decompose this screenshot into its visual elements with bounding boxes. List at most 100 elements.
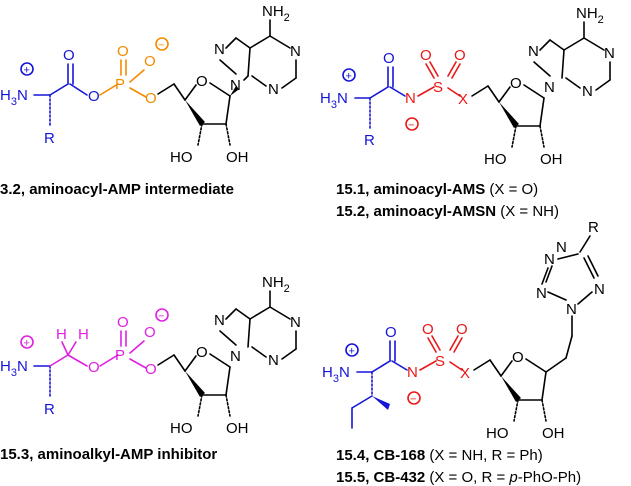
- p-oxide-label: O: [144, 53, 156, 70]
- plus-sign: +: [346, 71, 352, 83]
- caption-15-2: 15.2, aminoacyl-AMSN (X = NH): [336, 203, 559, 220]
- isoleucyl-group: + H3N O: [322, 324, 408, 429]
- amino-acid-group: + H3N R O O: [0, 47, 100, 147]
- minus-sign: −: [158, 311, 164, 323]
- caption-15-3: 15.3, aminoalkyl-AMP inhibitor: [0, 446, 217, 463]
- tetrazole-n3-label: N: [594, 281, 605, 298]
- tetrazole-n1-label: N: [536, 285, 547, 302]
- ho-label: HO: [170, 149, 193, 166]
- ester-o-label: O: [88, 88, 100, 105]
- minus-sign: −: [410, 394, 416, 406]
- plus-sign: +: [24, 338, 30, 350]
- oh-label: OH: [542, 425, 565, 442]
- n9-label: N: [230, 348, 241, 365]
- n9-label: N: [544, 79, 555, 96]
- sulfamate-group: N − S O O X: [405, 47, 468, 132]
- minus-charge-icon: [155, 37, 169, 51]
- n7-label: N: [528, 43, 539, 60]
- nh2-label: NH2: [576, 5, 604, 26]
- s-label: S: [433, 79, 443, 96]
- oh-label: OH: [540, 151, 563, 168]
- minus-sign: −: [158, 40, 164, 52]
- amino-alkyl-group: + H3N R H H O: [0, 326, 100, 418]
- p-ester-o-label: O: [145, 361, 157, 378]
- h3n-label: H3N: [320, 90, 348, 111]
- n7-label: N: [214, 312, 225, 329]
- tetrazole-n4-label: N: [544, 251, 555, 268]
- p-label: P: [115, 76, 125, 93]
- h2-label: H: [78, 326, 89, 343]
- ho-label: HO: [486, 425, 509, 442]
- s-oxo2-label: O: [456, 321, 468, 338]
- h1-label: H: [56, 326, 67, 343]
- minus-charge-icon: [407, 391, 421, 405]
- h3n-label: H3N: [322, 364, 350, 385]
- r-group-label: R: [588, 219, 599, 236]
- carbonyl-o-label: O: [63, 47, 75, 64]
- r-group-label: R: [364, 132, 375, 149]
- ribose-o-label: O: [196, 344, 208, 361]
- ribose-o-label: O: [510, 75, 522, 92]
- sulfamate-group: N − S O O X: [407, 321, 470, 406]
- n-label: N: [405, 90, 416, 107]
- carbonyl-o-label: O: [383, 50, 395, 67]
- ribose-o-label: O: [196, 73, 208, 90]
- n9-label: N: [230, 77, 241, 94]
- n1-label: N: [604, 45, 615, 62]
- plus-charge-icon: [345, 343, 359, 357]
- nh2-label: NH2: [262, 3, 290, 24]
- phosphate-group: P O O − O: [99, 308, 169, 378]
- carbonyl-o-label: O: [385, 324, 397, 341]
- h3n-label: H3N: [0, 358, 28, 379]
- adenosine-scaffold: O HO OH N N NH2 N N: [471, 5, 615, 168]
- minus-charge-icon: [405, 117, 419, 131]
- oh-label: OH: [226, 149, 249, 166]
- plus-sign: +: [24, 65, 30, 77]
- p-label: P: [115, 347, 125, 364]
- ho-label: HO: [170, 420, 193, 437]
- ribose-tetrazole-scaffold: O HO OH N N N N R N: [473, 219, 605, 442]
- p-oxo-label: O: [117, 314, 129, 331]
- r-group-label: R: [44, 130, 55, 147]
- ribose-o-label: O: [512, 349, 524, 366]
- adenosine-scaffold: O HO OH N N NH2 N N: [157, 3, 301, 166]
- s-oxo1-label: O: [422, 321, 434, 338]
- p-oxide-label: O: [144, 324, 156, 341]
- minus-charge-icon: [155, 308, 169, 322]
- n-label: N: [407, 364, 418, 381]
- oh-label: OH: [226, 420, 249, 437]
- phosphate-group: P O O − O: [99, 37, 169, 107]
- molecule-3-2: + H3N R O O P O O − O: [0, 3, 301, 198]
- x-label: X: [458, 91, 468, 108]
- n7-label: N: [214, 41, 225, 58]
- tetrazole-n2-label: N: [566, 301, 577, 318]
- p-ester-o-label: O: [145, 90, 157, 107]
- h3n-label: H3N: [0, 87, 28, 108]
- caption-15-5: 15.5, CB-432 (X = O, R = p-PhO-Ph): [336, 469, 581, 486]
- plus-charge-icon: [20, 62, 34, 76]
- plus-charge-icon: [20, 335, 34, 349]
- n3-label: N: [582, 83, 593, 100]
- s-oxo2-label: O: [454, 47, 466, 64]
- ether-o-label: O: [88, 359, 100, 376]
- adenosine-scaffold: O HO OH N N NH2 N N: [157, 274, 301, 437]
- caption-15-1: 15.1, aminoacyl-AMS (X = O): [336, 181, 538, 198]
- molecule-15-3: + H3N R H H O P O O − O: [0, 274, 301, 463]
- n3-label: N: [268, 81, 279, 98]
- n1-label: N: [290, 43, 301, 60]
- n3-label: N: [268, 352, 279, 369]
- r-group-label: R: [44, 401, 55, 418]
- s-oxo1-label: O: [420, 47, 432, 64]
- x-label: X: [460, 365, 470, 382]
- amino-acid-group: + H3N R O: [320, 50, 406, 149]
- molecule-15-1-15-2: + H3N R O N − S O O X: [320, 5, 615, 220]
- caption-3-2: 3.2, aminoacyl-AMP intermediate: [0, 181, 234, 198]
- minus-sign: −: [408, 120, 414, 132]
- n1-label: N: [290, 314, 301, 331]
- nh2-label: NH2: [262, 274, 290, 295]
- s-label: S: [435, 353, 445, 370]
- plus-charge-icon: [342, 68, 356, 82]
- ho-label: HO: [484, 151, 507, 168]
- caption-15-4: 15.4, CB-168 (X = NH, R = Ph): [336, 447, 543, 464]
